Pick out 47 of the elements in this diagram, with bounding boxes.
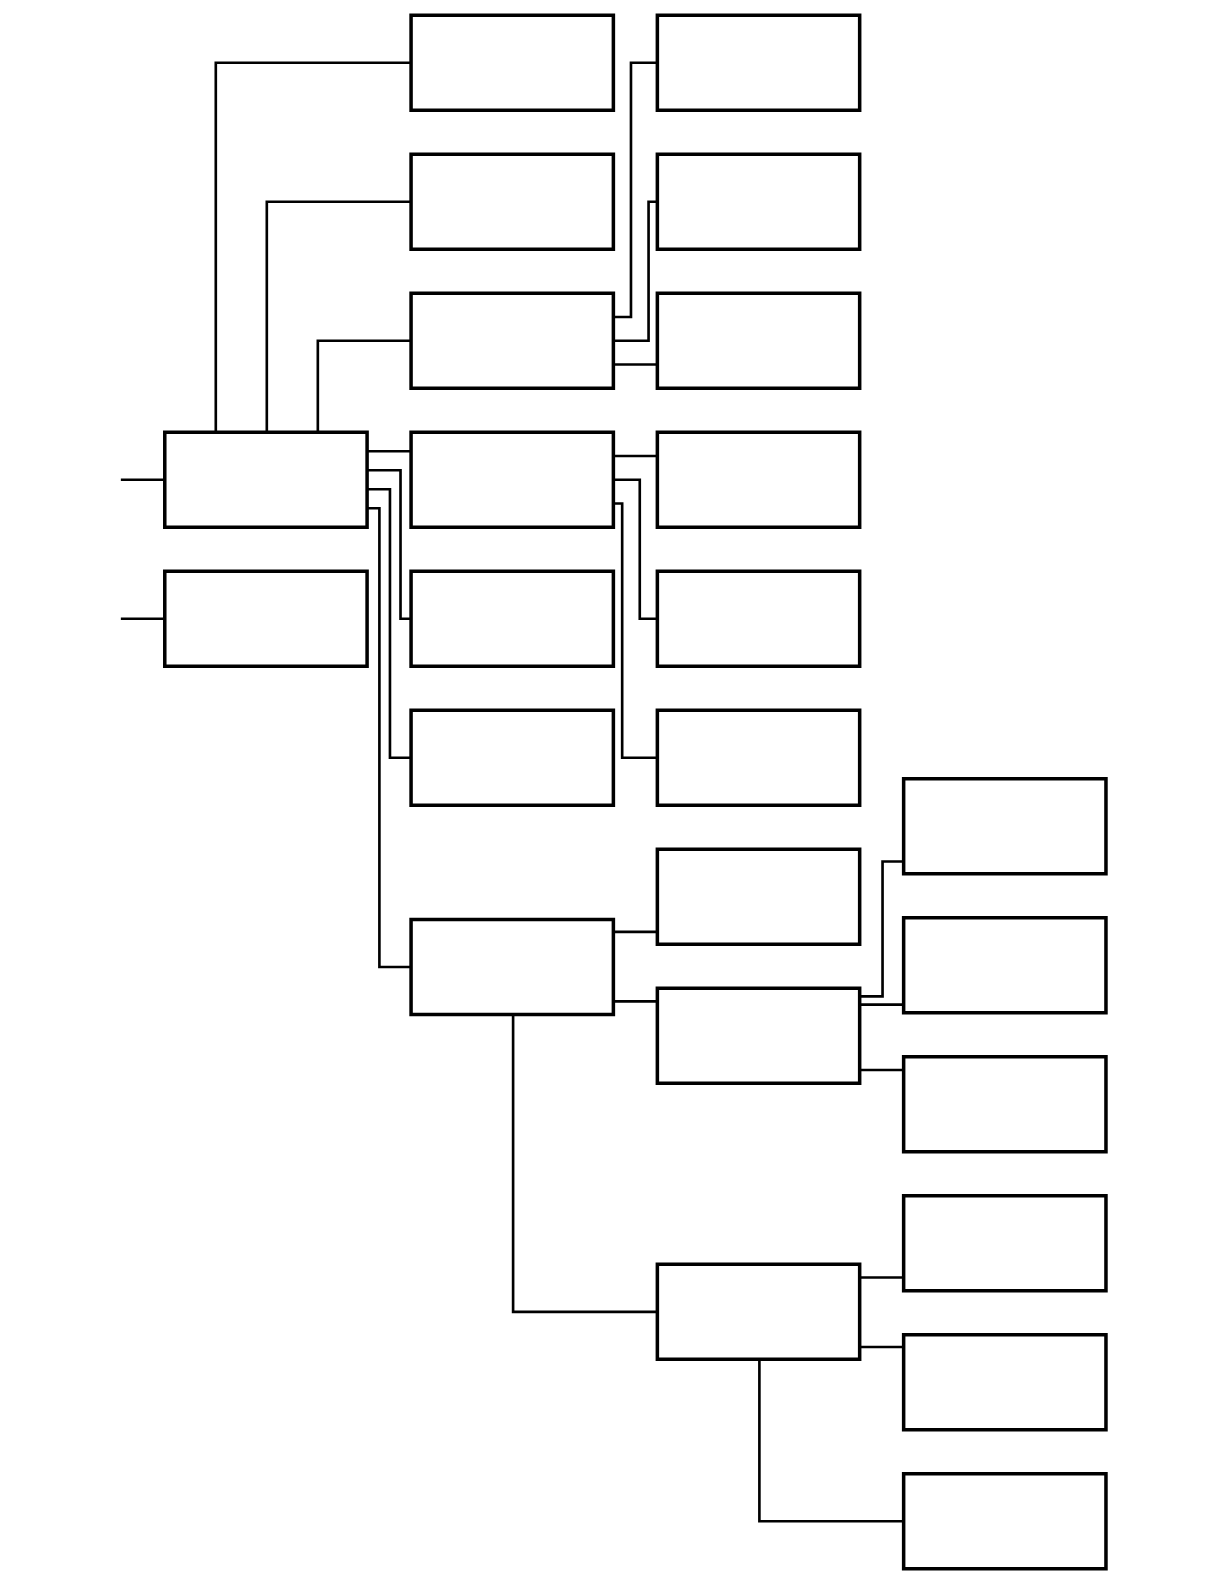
connector	[366, 506, 411, 969]
connector	[366, 487, 411, 760]
node-box	[655, 430, 861, 529]
node-box	[655, 569, 861, 668]
connector	[859, 1068, 903, 1072]
connector	[859, 1003, 903, 1006]
node-box	[408, 430, 615, 529]
connector	[613, 478, 657, 621]
node-box	[408, 13, 615, 113]
connector	[859, 1345, 903, 1349]
node-box	[655, 291, 861, 390]
connector	[612, 200, 657, 343]
node-box	[655, 708, 861, 807]
connector	[613, 454, 657, 458]
node-box	[162, 569, 369, 668]
connector	[613, 502, 657, 760]
node-box	[655, 847, 861, 946]
connector	[120, 478, 164, 482]
node-box	[408, 291, 615, 390]
connector	[613, 930, 657, 934]
node-box	[901, 1055, 1108, 1154]
connector	[366, 468, 411, 621]
node-box	[655, 13, 861, 113]
node-box	[655, 152, 861, 252]
connector	[213, 61, 411, 432]
node-box	[408, 708, 615, 807]
node-box	[408, 917, 615, 1017]
connector	[612, 61, 657, 319]
connector	[367, 449, 411, 453]
connector	[613, 1000, 657, 1003]
node-box	[408, 569, 615, 668]
connector	[613, 363, 657, 366]
connector	[316, 339, 411, 432]
node-box	[901, 1194, 1108, 1293]
node-box	[901, 1332, 1108, 1432]
node-box	[901, 1471, 1108, 1571]
node-box	[162, 430, 369, 529]
node-box	[408, 152, 615, 252]
connector	[511, 1015, 657, 1314]
connector	[757, 1359, 904, 1523]
node-box	[901, 916, 1108, 1015]
connector	[265, 200, 411, 432]
node-box	[655, 1262, 861, 1362]
connector	[120, 617, 164, 621]
node-box	[655, 986, 861, 1085]
connector	[859, 1276, 903, 1279]
node-box	[901, 777, 1108, 876]
